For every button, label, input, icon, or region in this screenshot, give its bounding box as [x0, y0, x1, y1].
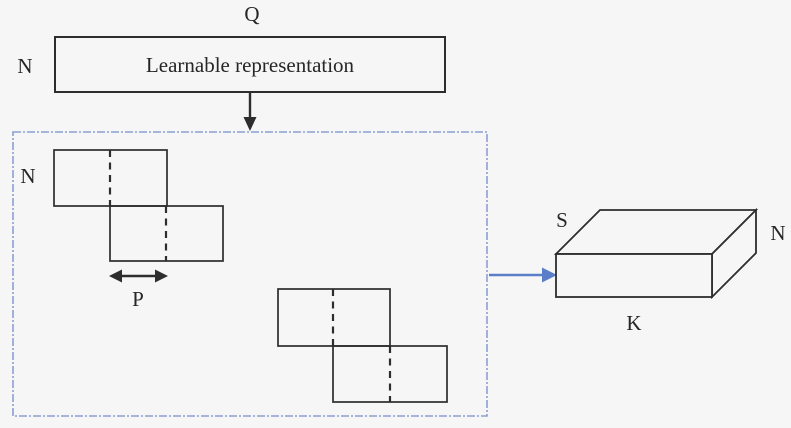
learnable-representation-label: Learnable representation: [146, 53, 355, 77]
dim-label-k: K: [626, 311, 641, 335]
dim-label-q: Q: [244, 2, 259, 26]
down-arrow: [243, 93, 257, 131]
dim-label-n-window: N: [20, 164, 35, 188]
shifted-window-region-border: [12, 131, 488, 417]
output-arrow: [489, 267, 557, 283]
dim-label-s: S: [556, 208, 568, 232]
dim-label-n-top: N: [17, 54, 32, 78]
output-tensor-cuboid: [553, 207, 759, 300]
shift-arrow: [109, 269, 168, 283]
dim-label-n-tensor: N: [770, 221, 785, 245]
dim-label-p: P: [132, 287, 144, 311]
learnable-representation-box: [54, 36, 446, 93]
